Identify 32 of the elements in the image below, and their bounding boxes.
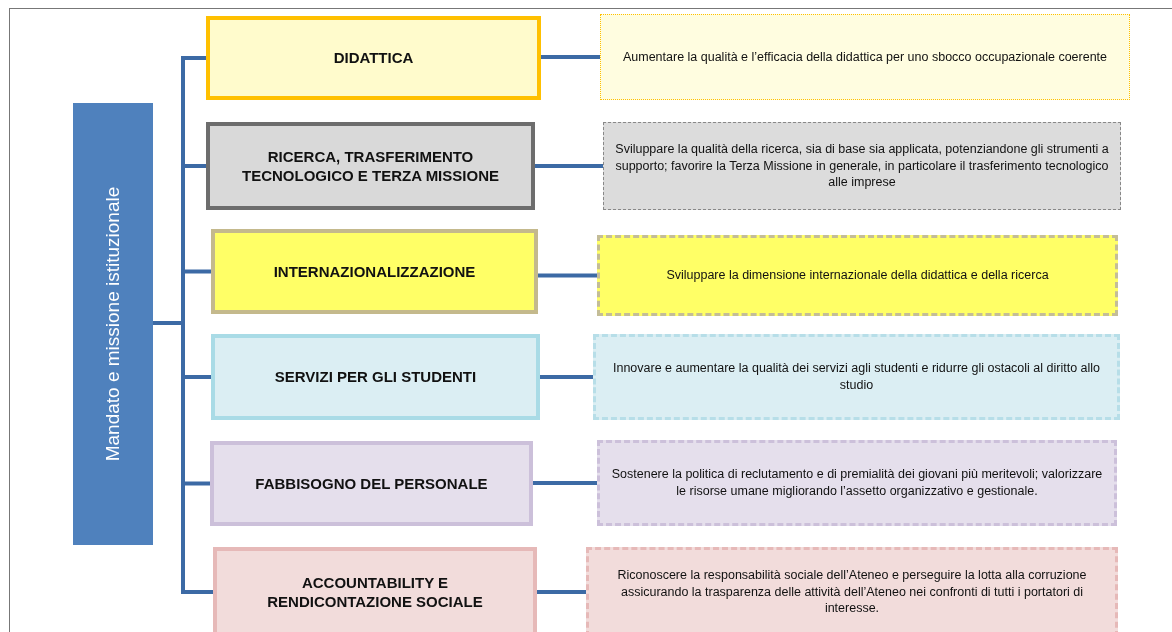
connector-line [541, 55, 600, 59]
objective-box [597, 235, 1118, 316]
mission-label: Mandato e missione istituzionale [102, 186, 124, 462]
objective-text: Sviluppare la qualità della ricerca, sia di base sia applicata, potenziandone gli strumenti a supporto; favorire la Terza Missione in generale, in particolare il trasferimento tecnologico alle imprese [614, 140, 1110, 192]
area-box [210, 441, 533, 526]
area-box [206, 16, 541, 100]
objective-box [603, 122, 1121, 210]
area-title: ACCOUNTABILITY E RENDICONTAZIONE SOCIALE [266, 572, 484, 612]
connector-line [537, 590, 586, 594]
area-title: RICERCA, TRASFERIMENTO TECNOLOGICO E TERZA MISSIONE [241, 146, 500, 186]
connector-line [538, 273, 597, 278]
objective-box [586, 547, 1118, 632]
area-title: FABBISOGNO DEL PERSONALE [255, 473, 488, 494]
area-title: INTERNAZIONALIZZAZIONE [273, 261, 476, 282]
objective-box [593, 334, 1120, 420]
area-box [206, 122, 535, 210]
objective-text: Sostenere la politica di reclutamento e di premialità dei giovani più meritevoli; valorizzare le risorse umane migliorando l’assetto organizzativo e gestionale. [610, 466, 1104, 500]
connector-line [533, 481, 597, 485]
objective-text: Innovare e aumentare la qualità dei servizi agli studenti e ridurre gli ostacoli al diritto allo studio [611, 360, 1102, 394]
area-box [211, 229, 538, 314]
objective-text: Aumentare la qualità e l’efficacia della didattica per uno sbocco occupazionale coerente [622, 48, 1108, 66]
area-box [213, 547, 537, 632]
connector-line [540, 375, 593, 379]
area-title: DIDATTICA [333, 48, 414, 68]
objective-box [597, 440, 1117, 526]
connector-line [535, 164, 603, 168]
objective-text: Sviluppare la dimensione internazionale della didattica e della ricerca [666, 267, 1049, 284]
area-title: SERVIZI PER GLI STUDENTI [274, 367, 477, 387]
objective-box [600, 14, 1130, 100]
mission-bar [73, 103, 153, 545]
objective-text: Riconoscere la responsabilità sociale dell’Ateneo e perseguire la lotta alla corruzione assicurando la trasparenza delle attività dell’Ateneo nei confronti di tutti i portatori di interesse. [616, 566, 1088, 618]
area-box [211, 334, 540, 420]
